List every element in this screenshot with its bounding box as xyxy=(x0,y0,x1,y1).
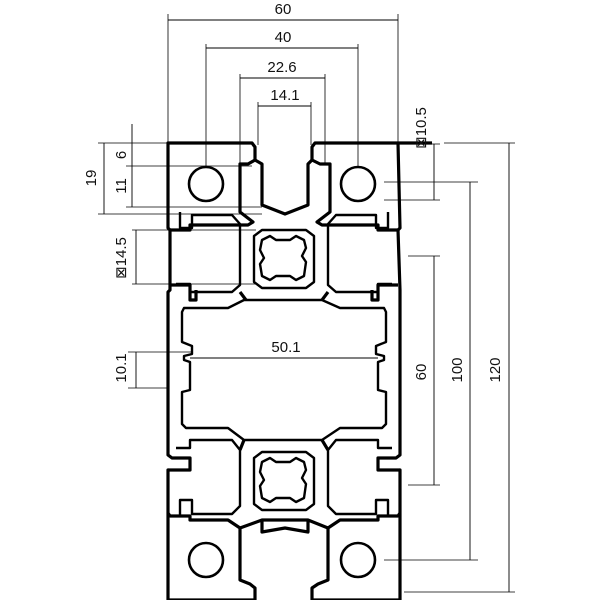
dim-overall-height xyxy=(404,142,515,593)
center-web-upper xyxy=(238,291,330,301)
dim-overall-height-label: 120 xyxy=(487,357,504,382)
dim-overall-width xyxy=(167,14,399,143)
left-upper-slot xyxy=(170,283,198,302)
dim-slot-depth-total xyxy=(98,142,262,215)
dim-middle-hole xyxy=(132,229,256,285)
profile-outline-top-right xyxy=(310,141,432,232)
corner-hole-bottom-left xyxy=(187,541,225,579)
dim-middle-hole-label: ⊠14.5 xyxy=(113,237,130,279)
lower-square-hole-inner xyxy=(258,456,308,504)
profile-outline-bottom-left xyxy=(166,468,257,600)
upper-square-hole xyxy=(252,228,316,290)
lower-left-pocket xyxy=(176,438,242,516)
dim-slot-opening-inner-label: 14.1 xyxy=(270,87,299,104)
dim-slot-depth-inner-label: 11 xyxy=(113,178,130,194)
profile-outline-top-slot xyxy=(254,158,314,216)
profile-outline-left-wall xyxy=(166,230,192,472)
central-cavity xyxy=(180,298,388,442)
dim-slot-opening-outer xyxy=(239,74,326,164)
dim-slot-depth-top-label: 6 xyxy=(113,151,130,159)
dim-side-slot-width xyxy=(128,351,192,389)
dim-overall-width-label: 60 xyxy=(275,1,292,18)
dim-hole-center-distance-label: 100 xyxy=(449,357,466,382)
dim-slot-center-distance xyxy=(205,44,359,167)
dim-hole-center-distance xyxy=(384,181,478,561)
dim-slot-depth-inner xyxy=(126,166,262,208)
profile-outline-bottom-slot xyxy=(239,518,329,534)
lower-right-pocket xyxy=(326,438,392,516)
dim-central-cavity-width-label: 50.1 xyxy=(271,339,300,356)
dim-central-height xyxy=(408,255,440,486)
dim-slot-depth-top xyxy=(126,124,252,167)
dim-central-height-label: 60 xyxy=(413,364,430,381)
dim-corner-hole-label: ⊠10.5 xyxy=(413,107,430,149)
upper-square-hole-inner xyxy=(258,234,308,282)
right-upper-slot xyxy=(370,283,398,302)
dim-side-slot-width-label: 10.1 xyxy=(113,353,130,382)
corner-hole-bottom-right xyxy=(339,541,377,579)
lower-square-hole xyxy=(252,450,316,512)
corner-hole-top-left xyxy=(187,165,225,203)
dim-slot-depth-total-label: 19 xyxy=(83,170,100,187)
profile-outline-right-wall xyxy=(376,229,402,472)
dim-slot-opening-outer-label: 22.6 xyxy=(267,59,296,76)
center-web-lower xyxy=(238,439,330,451)
profile-outline-bottom-right xyxy=(310,468,402,600)
corner-hole-top-right xyxy=(339,165,377,203)
dim-slot-center-distance-label: 40 xyxy=(275,29,292,46)
dim-slot-opening-inner xyxy=(257,102,312,145)
dim-corner-hole xyxy=(384,143,440,201)
